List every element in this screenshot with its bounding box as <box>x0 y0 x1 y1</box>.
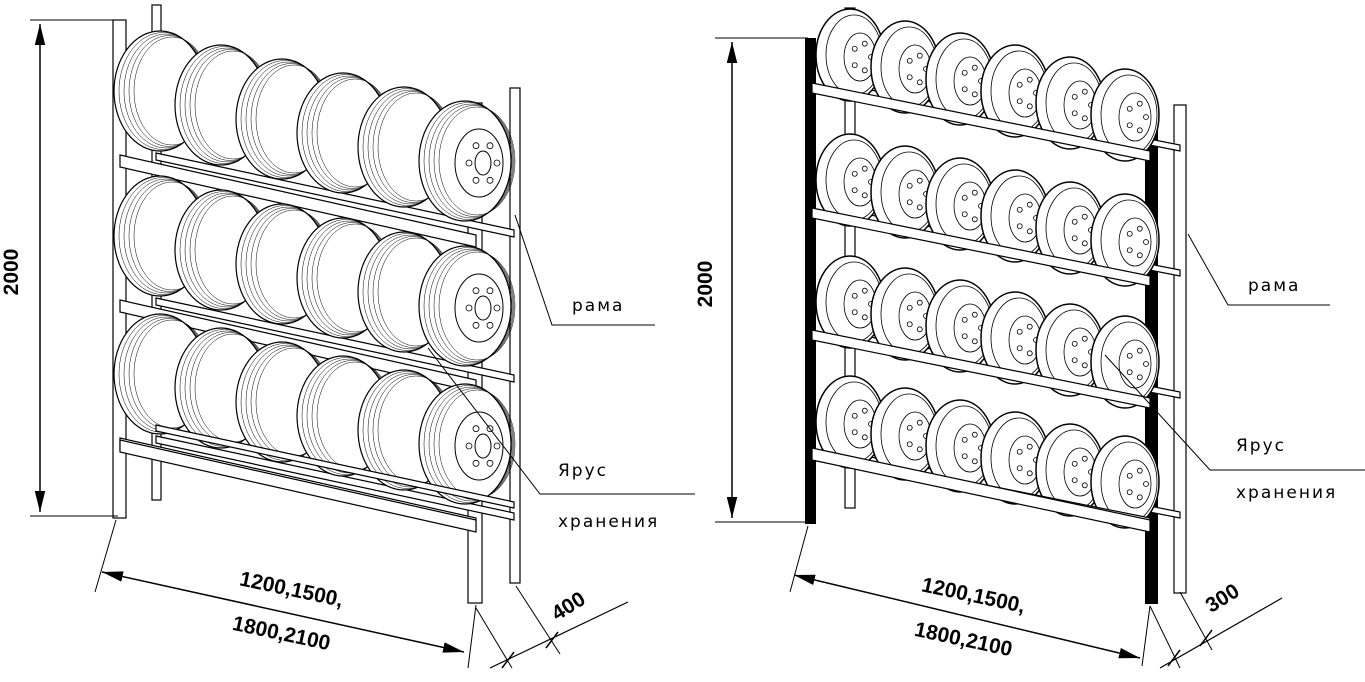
right-depth-dimension: 300 <box>1202 579 1244 617</box>
right-front-post-left <box>805 38 816 524</box>
left-width-dimension-line2: 1800,2100 <box>230 612 332 655</box>
right-height-dimension: 2000 <box>694 261 717 308</box>
left-depth-ext-2 <box>515 585 561 655</box>
left-frame-label: рама <box>572 296 624 316</box>
wheel <box>1090 315 1160 409</box>
right-width-dimension-line1: 1200,1500, <box>920 573 1028 617</box>
right-bottom-beam <box>811 447 1151 533</box>
left-depth-dimension: 400 <box>548 587 590 625</box>
left-back-post-right <box>509 87 521 584</box>
left-width-dimension-line <box>101 571 465 653</box>
right-depth-tick-1 <box>1167 649 1181 667</box>
right-tier-leader <box>1104 354 1365 471</box>
left-rack-drawing: 2000 1200,1500, 1800,2100 400 рама Ярус … <box>0 4 695 669</box>
right-width-dimension-line <box>793 574 1141 659</box>
left-tier-label-line1: Ярус <box>558 461 608 481</box>
left-depth-ext-1 <box>475 607 513 669</box>
right-depth-tick-2 <box>1199 629 1213 647</box>
wheel <box>925 279 995 373</box>
right-width-ext-right <box>1141 605 1151 667</box>
tire <box>418 100 516 222</box>
right-tier-label-line2: хранения <box>1236 483 1337 503</box>
right-rack-drawing: 2000 1200,1500, 1800,2100 300 рама Ярус … <box>694 7 1365 669</box>
left-tier-leader <box>427 347 695 495</box>
right-width-ext-left <box>789 525 809 593</box>
left-depth-tick-1 <box>501 651 515 669</box>
left-depth-tick-2 <box>545 631 559 649</box>
left-bottom-back-beam <box>155 424 515 509</box>
wheel <box>1090 435 1160 529</box>
right-depth-dimension-line <box>1159 597 1283 669</box>
wheel <box>870 20 940 114</box>
left-frame-leader <box>514 214 655 326</box>
right-depth-ext-2 <box>1179 591 1213 651</box>
right-frame-leader <box>1187 233 1330 306</box>
left-bottom-beam <box>119 439 477 533</box>
right-frame-label: рама <box>1248 276 1300 296</box>
wheel <box>1090 193 1160 287</box>
right-tier-front-beam <box>811 329 1151 409</box>
right-back-post-right <box>1173 104 1187 594</box>
right-tier-front-beam <box>811 207 1151 287</box>
tire <box>418 245 516 367</box>
wheel <box>870 145 940 239</box>
right-tier-label-line1: Ярус <box>1236 436 1286 456</box>
left-height-dimension: 2000 <box>0 249 23 296</box>
left-depth-dimension-line <box>489 601 629 669</box>
left-width-ext-right <box>467 604 477 669</box>
left-width-ext-left <box>94 519 117 593</box>
wheel <box>925 157 995 251</box>
wheel <box>925 32 995 126</box>
right-tier-front-beam <box>811 82 1151 162</box>
tire <box>418 383 516 505</box>
left-tier-label-line2: хранения <box>558 512 659 532</box>
